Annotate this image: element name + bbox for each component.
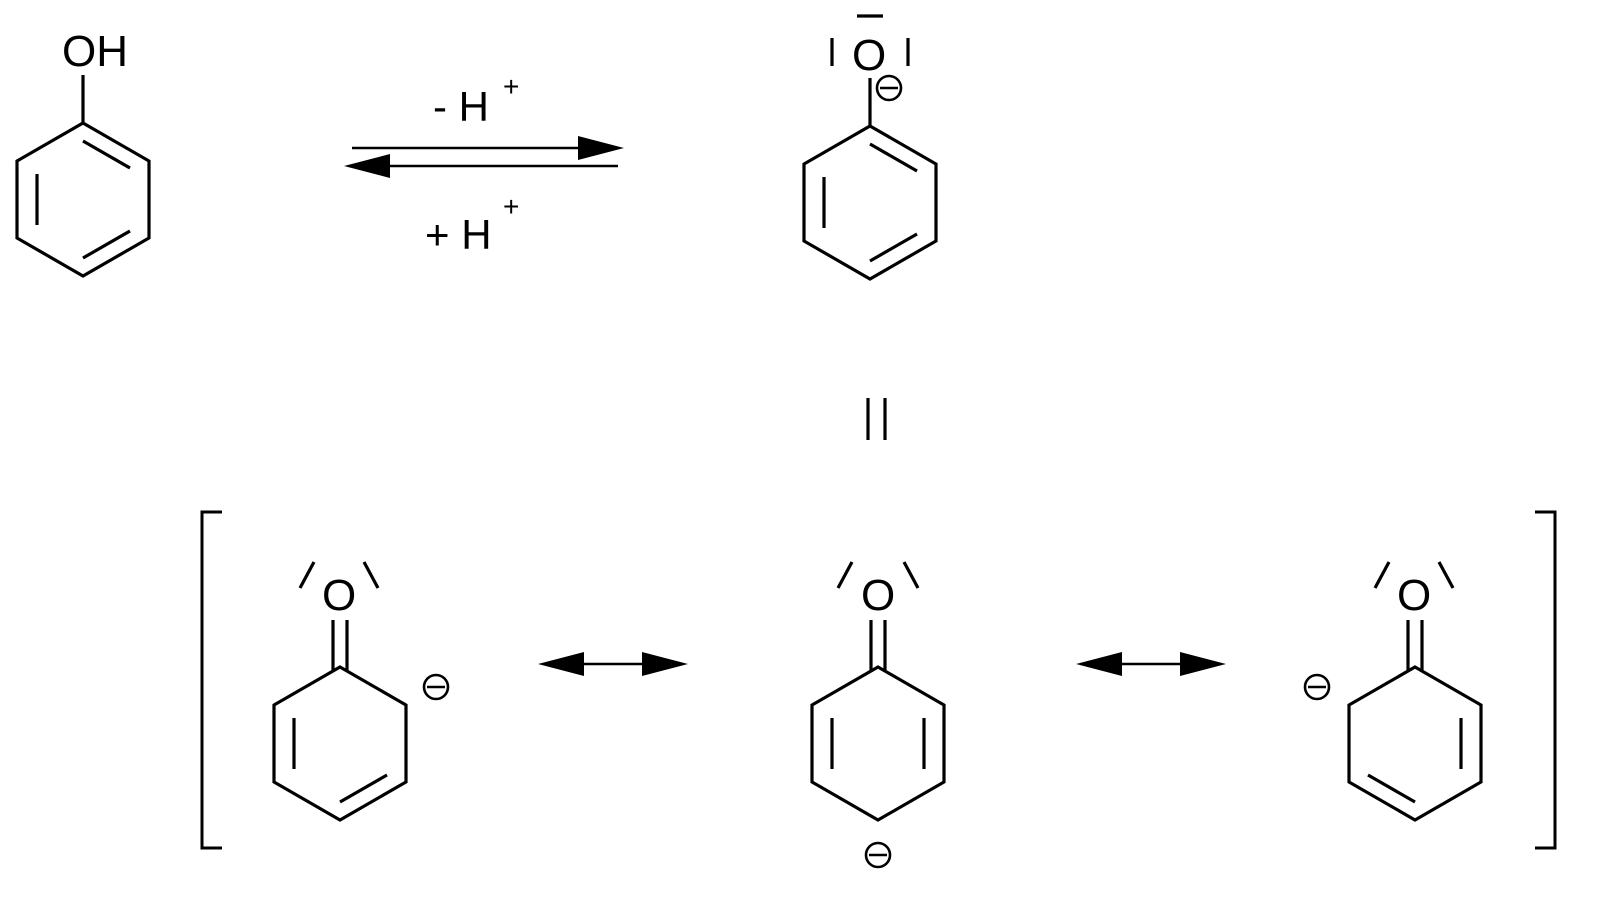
equivalence-sign [866,398,887,440]
reverse-arrowhead [344,154,390,178]
phenolate-inner-double-bond-2 [869,232,918,263]
resonance-arrow-1-head-left [538,652,584,676]
phenol-inner-double-bond-1 [82,139,131,170]
deprotonation-label: - H [433,83,489,130]
resonance-arrow-2 [1076,652,1226,676]
res3-lone-pair-left [1373,561,1391,589]
res1-lone-pair-left [298,561,316,589]
phenol-molecule: OH [15,27,151,278]
res1-lone-pair-right [362,561,380,589]
res1-negative-charge-icon [422,673,450,701]
resonance-structure-ortho-right: O [272,561,450,822]
res1-ring [272,665,408,822]
res2-negative-charge-icon [864,841,892,869]
res1-oxygen-label: O [322,571,356,620]
phenolate-molecule: O [802,14,938,281]
phenolate-oxygen-label: O [852,31,886,80]
resonance-arrow-2-head-right [1180,652,1226,676]
resonance-arrow-2-head-left [1076,652,1122,676]
protonation-label: + H [425,211,492,258]
deprotonation-plus-sup: + [503,71,519,102]
res3-inner-double-bond-2 [1367,773,1416,804]
resonance-arrow-1 [538,652,688,676]
res2-lone-pair-left [836,561,854,589]
phenol-inner-double-bond-2 [82,229,131,260]
phenolate-negative-charge-icon [875,74,903,102]
resonance-structure-ortho-left: O [1303,561,1483,822]
res2-oxygen-label: O [861,571,895,620]
res3-negative-charge-icon [1303,673,1331,701]
res2-ring [810,665,946,822]
phenol-oh-label: OH [62,27,128,76]
res3-ring [1347,665,1483,822]
protonation-plus-sup: + [503,191,519,222]
equilibrium-arrows: - H + + H + [344,71,624,258]
res2-lone-pair-right [902,561,920,589]
forward-arrowhead [578,136,624,160]
resonance-arrow-1-head-right [642,652,688,676]
phenolate-inner-double-bond-1 [869,142,918,173]
resonance-structure-para: O [810,561,946,869]
res1-inner-double-bond-2 [339,773,388,804]
phenolate-ring [802,124,938,281]
res3-lone-pair-right [1437,561,1455,589]
res3-oxygen-label: O [1397,571,1431,620]
left-bracket [200,510,222,850]
phenol-ring [15,121,151,278]
right-bracket [1535,510,1557,850]
